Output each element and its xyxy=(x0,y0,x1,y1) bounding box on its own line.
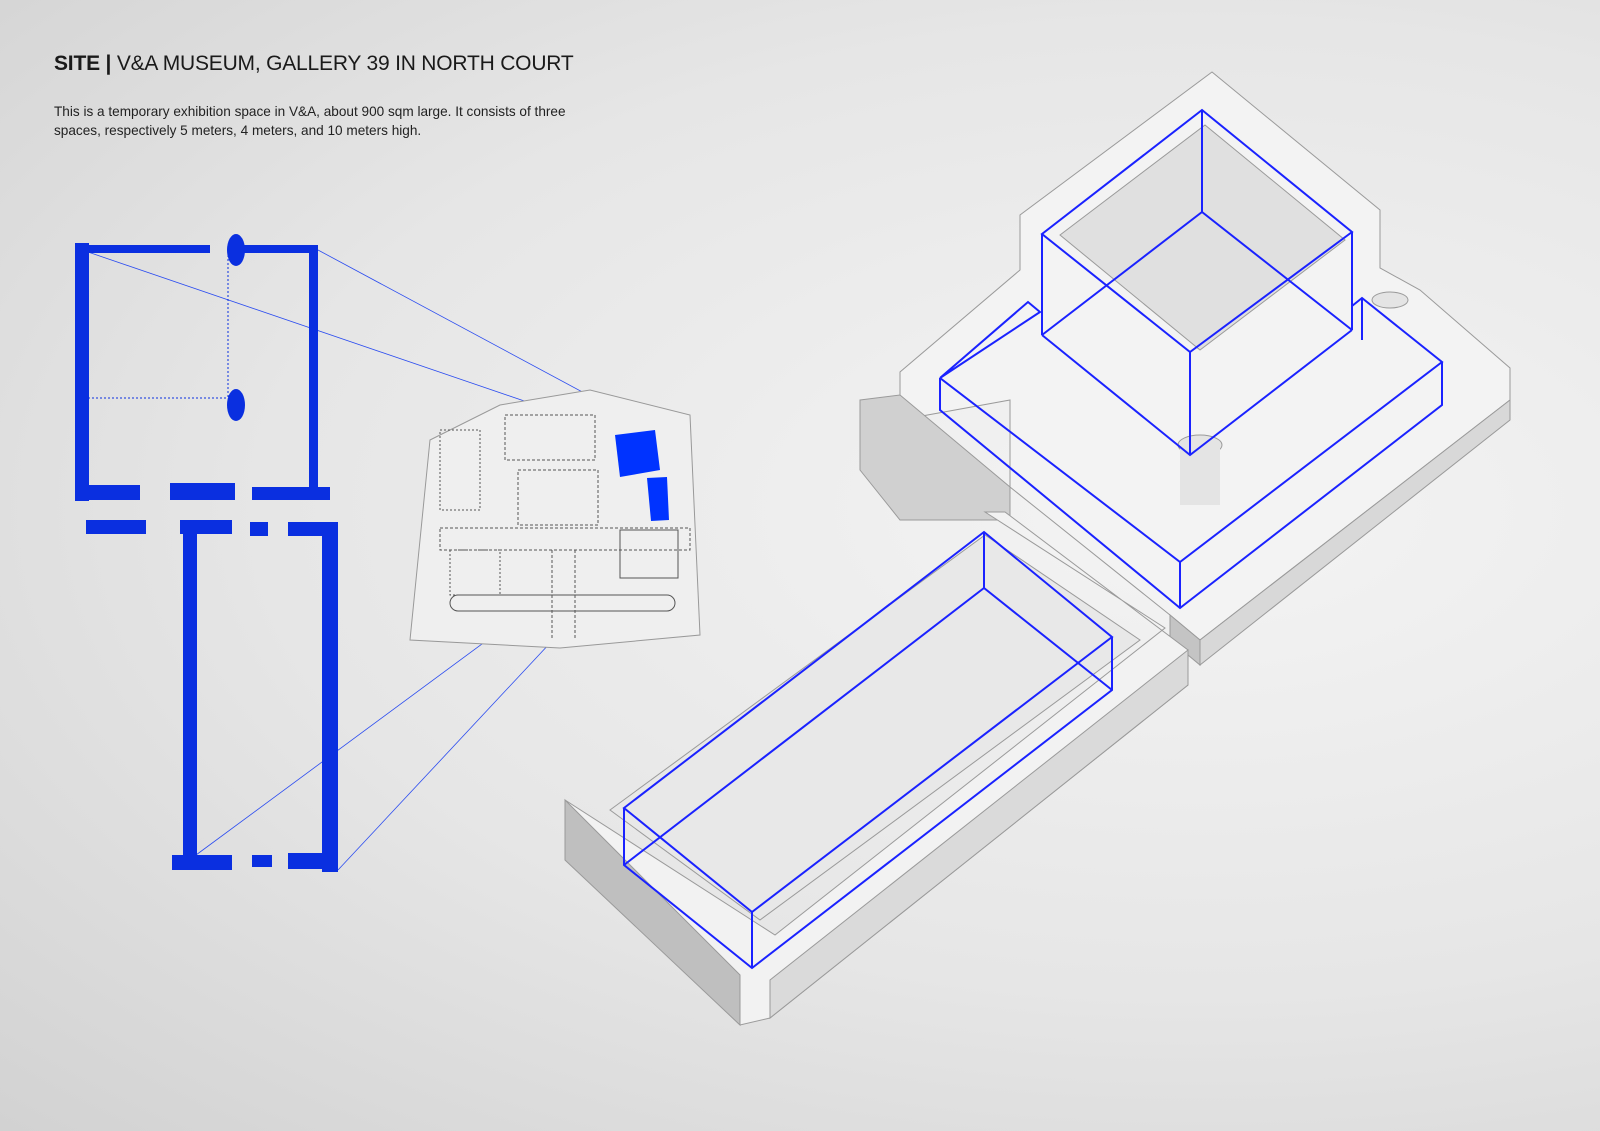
page-title: SITE | V&A MUSEUM, GALLERY 39 IN NORTH C… xyxy=(54,52,574,76)
volume-5m xyxy=(622,530,1114,970)
title-rest: V&A MUSEUM, GALLERY 39 IN NORTH COURT xyxy=(111,52,574,75)
volume-10m xyxy=(1040,108,1354,457)
description: This is a temporary exhibition space in … xyxy=(54,104,566,138)
volume-4m xyxy=(939,296,1444,610)
building-model xyxy=(564,71,1511,1027)
title-bold: SITE | xyxy=(54,52,112,75)
plan-dotted-lines xyxy=(88,255,229,399)
gallery-floor-plan xyxy=(75,234,338,872)
exhibition-volumes xyxy=(622,108,1444,970)
gallery-highlight xyxy=(615,430,669,521)
